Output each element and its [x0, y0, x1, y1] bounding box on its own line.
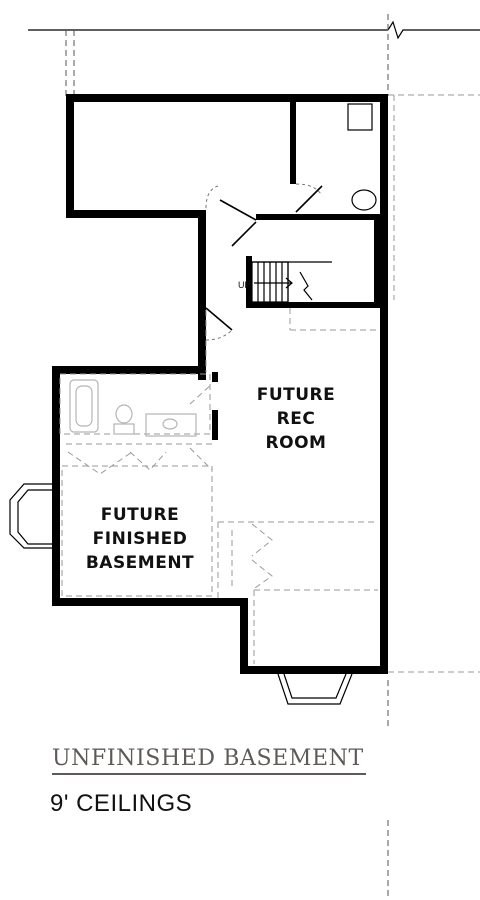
window-well-bottom: [277, 673, 353, 705]
interior-walls: [212, 94, 386, 440]
exterior-guide-lines: [387, 94, 480, 900]
plan-subtitle: 9' CEILINGS: [50, 790, 193, 817]
rec-room-label-line1: FUTURE: [257, 385, 336, 405]
finished-basement-label-line1: FUTURE: [101, 505, 180, 525]
exterior-walls: [52, 94, 388, 674]
rec-room-label-line3: ROOM: [266, 433, 327, 453]
rec-room-label-line2: REC: [277, 409, 316, 429]
stairs: UP: [238, 261, 332, 303]
plan-title: UNFINISHED BASEMENT: [52, 745, 366, 775]
finished-basement-label-line2: FINISHED: [93, 529, 188, 549]
finished-basement-label-line3: BASEMENT: [86, 553, 194, 573]
stair-up-label: UP: [238, 280, 251, 290]
door-swings: [205, 183, 323, 341]
bay-window-left: [9, 483, 52, 549]
bathroom-fixtures: [59, 373, 212, 475]
top-reference-line: [28, 14, 480, 96]
water-heater-icon: [347, 103, 373, 131]
future-partitions: [61, 308, 378, 664]
furnace-icon: [351, 189, 377, 211]
